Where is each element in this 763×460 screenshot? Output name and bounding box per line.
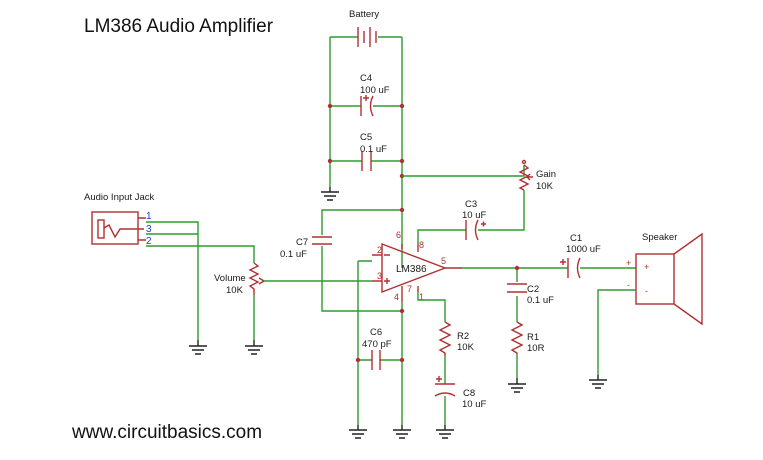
- ground-symbol: [393, 425, 411, 439]
- c6-section: C6 470 pF: [349, 327, 411, 439]
- c5-value: 0.1 uF: [360, 144, 387, 155]
- c6-value: 470 pF: [362, 339, 392, 350]
- battery-symbol: [357, 27, 377, 47]
- ic-pin-3: 3: [377, 271, 382, 281]
- r2-resistor: [438, 321, 452, 356]
- c1-ref: C1: [570, 233, 582, 244]
- supply-section: Battery C4 100 uF C5 0.1 uF: [321, 9, 405, 268]
- diagram-title: LM386 Audio Amplifier: [84, 16, 274, 37]
- speaker-pin-plus: +: [626, 258, 631, 268]
- c5-ref: C5: [360, 132, 372, 143]
- ground-symbol: [189, 340, 207, 355]
- jack-pin-3: 3: [146, 224, 152, 235]
- r2-value: 10K: [457, 342, 475, 353]
- ground-symbol: [349, 425, 367, 439]
- c1-capacitor: [560, 257, 581, 279]
- ic-pin-4: 4: [394, 292, 399, 302]
- audio-jack-symbol: [91, 211, 146, 245]
- c7-section: C7 0.1 uF: [280, 207, 405, 312]
- volume-potentiometer: [248, 262, 265, 295]
- c8-capacitor: [434, 376, 456, 397]
- c2-capacitor: [507, 283, 527, 293]
- speaker-minus: -: [645, 286, 648, 296]
- jack-pin-1: 1: [146, 211, 152, 222]
- lm386-ic: LM386 6 8 2 3 5 4 7 1: [357, 230, 462, 425]
- c7-value: 0.1 uF: [280, 249, 307, 260]
- c6-capacitor: [371, 350, 381, 370]
- gain-section: Gain 10K C3 10 uF: [402, 159, 556, 244]
- c2-ref: C2: [527, 284, 539, 295]
- speaker-symbol: [635, 232, 703, 326]
- c1-value: 1000 uF: [566, 244, 601, 255]
- ic-pin-5: 5: [441, 256, 446, 266]
- ic-pin-7: 7: [407, 284, 412, 294]
- c8-value: 10 uF: [462, 399, 486, 410]
- c2-value: 0.1 uF: [527, 295, 554, 306]
- volume-ref: Volume: [214, 273, 246, 284]
- r1-ref: R1: [527, 332, 539, 343]
- volume-value: 10K: [226, 285, 244, 296]
- ground-symbol: [245, 340, 263, 355]
- speaker-plus: +: [644, 262, 649, 272]
- r1-resistor: [510, 321, 524, 354]
- r2-ref: R2: [457, 331, 469, 342]
- speaker-pin-minus: -: [627, 280, 630, 290]
- c4-value: 100 uF: [360, 85, 390, 96]
- speaker-label: Speaker: [642, 232, 677, 243]
- gain-value: 10K: [536, 181, 554, 192]
- ic-pin-8: 8: [419, 240, 424, 250]
- c3-value: 10 uF: [462, 210, 486, 221]
- ground-symbol: [436, 425, 454, 439]
- c3-capacitor: [465, 219, 486, 241]
- ic-label: LM386: [396, 264, 427, 275]
- battery-label: Battery: [349, 9, 379, 20]
- gain-ref: Gain: [536, 169, 556, 180]
- c4-ref: C4: [360, 73, 372, 84]
- jack-label: Audio Input Jack: [84, 192, 154, 203]
- c4-capacitor: [360, 95, 374, 117]
- c7-capacitor: [312, 236, 332, 245]
- c3-ref: C3: [465, 199, 477, 210]
- input-section: Audio Input Jack 1 3 2: [84, 192, 255, 355]
- c6-ref: C6: [370, 327, 382, 338]
- gain-potentiometer: [518, 159, 533, 191]
- ic-pin-1: 1: [419, 292, 424, 302]
- ground-symbol: [508, 378, 526, 393]
- r2-c8-section: R2 10K C8 10 uF: [417, 292, 486, 439]
- ic-pin-2: 2: [377, 245, 382, 255]
- ic-pin-6: 6: [396, 230, 401, 240]
- jack-pin-2: 2: [146, 236, 152, 247]
- r1-value: 10R: [527, 343, 545, 354]
- ground-symbol: [321, 187, 339, 201]
- website-url: www.circuitbasics.com: [71, 422, 262, 443]
- output-section: C1 1000 uF C2 0.1 uF R1 10R Speaker + - …: [462, 232, 703, 393]
- c8-ref: C8: [463, 388, 475, 399]
- volume-section: Volume 10K: [214, 262, 372, 355]
- c7-ref: C7: [296, 237, 308, 248]
- ground-symbol: [589, 375, 607, 389]
- c5-capacitor: [361, 151, 372, 171]
